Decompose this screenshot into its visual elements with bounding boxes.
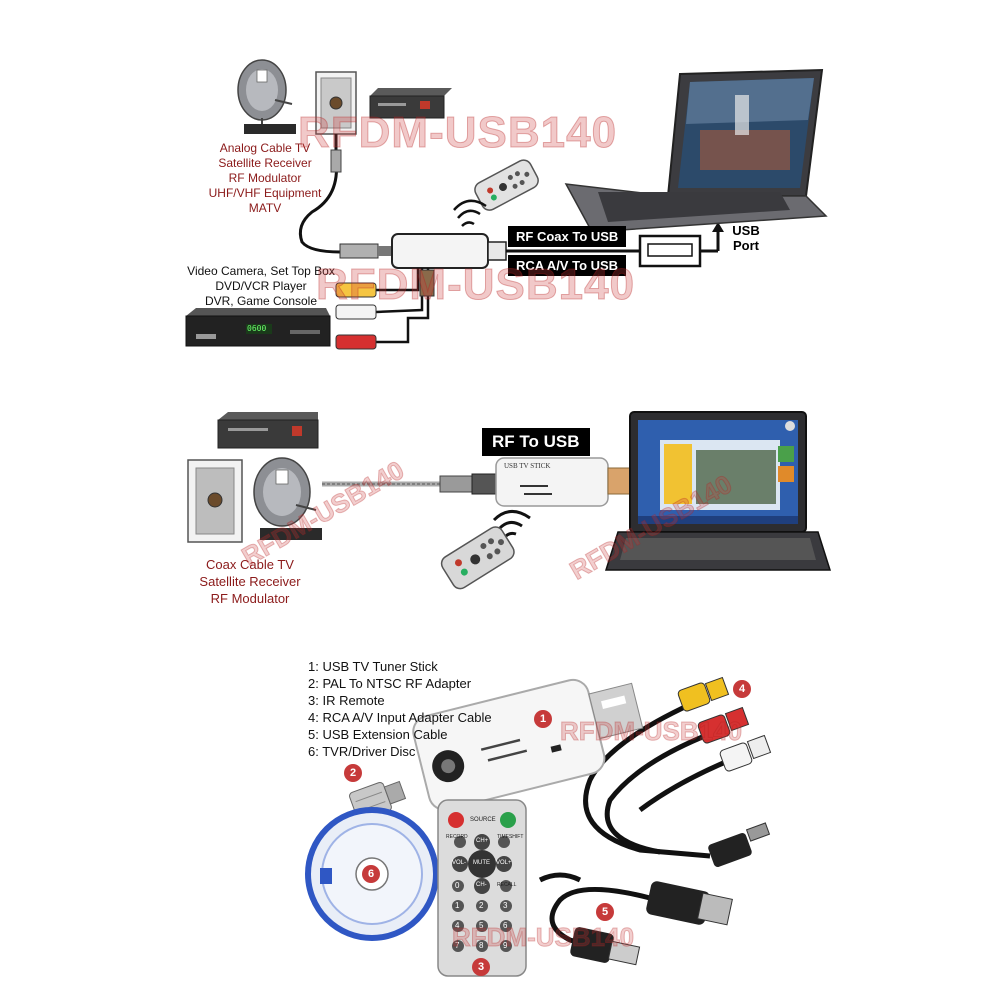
wall-coax-plate-icon <box>315 71 357 135</box>
usb-tuner-stick-icon-2 <box>495 457 631 507</box>
remote-label-8: 8 <box>479 941 484 950</box>
ir-signal-icon <box>453 199 487 227</box>
rf-to-usb-tag: RF To USB <box>482 428 590 456</box>
satellite-dish-icon-2 <box>253 457 322 540</box>
package-contents-list: 1: USB TV Tuner Stick 2: PAL To NTSC RF … <box>308 658 492 760</box>
usb-port-icon <box>638 234 702 268</box>
remote-label-9: 9 <box>503 941 508 950</box>
remote-label-5: 5 <box>479 921 484 930</box>
watermark-top-2: RFDM-USB140 <box>315 260 636 310</box>
ir-remote-large-icon <box>437 799 527 977</box>
item-badge-4: 4 <box>733 680 751 698</box>
remote-label-0: 0 <box>455 881 460 890</box>
usb-extension-cable-icon <box>538 872 733 966</box>
remote-label-1: 1 <box>455 901 460 910</box>
remote-label-7: 7 <box>455 941 460 950</box>
remote-label-ch-up: CH+ <box>476 838 489 844</box>
rca-av-tag: RCA A/V To USB <box>508 255 627 276</box>
list-item: 3: IR Remote <box>308 693 385 708</box>
rca-cable-icon <box>583 676 772 867</box>
list-item: 4: RCA A/V Input Adapter Cable <box>308 710 492 725</box>
remote-label-recall: RECALL <box>497 882 517 888</box>
remote-label-mute: MUTE <box>473 860 490 866</box>
remote-label-ch-down: CH- <box>476 882 487 888</box>
set-top-box-icon <box>185 308 331 347</box>
set-top-box-display: 0600 <box>247 324 267 333</box>
ir-remote-icon <box>474 159 539 211</box>
list-item: 1: USB TV Tuner Stick <box>308 659 438 674</box>
remote-label-vol-down: VOL- <box>452 860 467 866</box>
laptop-icon <box>564 68 828 233</box>
watermark-top-1: RFDM-USB140 <box>297 108 618 158</box>
item-badge-1: 1 <box>534 710 552 728</box>
usb-tuner-stick-large-icon <box>412 678 644 811</box>
remote-label-6: 6 <box>503 921 508 930</box>
source-devices-label: Analog Cable TV Satellite Receiver RF Mo… <box>208 141 322 215</box>
av-devices-label: Video Camera, Set Top Box DVD/VCR Player… <box>187 264 335 308</box>
item-badge-3: 3 <box>472 958 490 976</box>
usb-stick-label: USB TV STICK <box>504 462 551 470</box>
watermark-bottom-1: RFDM-USB140 <box>559 716 743 747</box>
satellite-dish-icon <box>237 59 296 134</box>
watermark-bottom-2: RFDM-USB140 <box>451 922 635 953</box>
list-item: 2: PAL To NTSC RF Adapter <box>308 676 472 691</box>
usb-tuner-stick-icon <box>391 233 507 269</box>
rca-plugs-icon <box>335 282 377 350</box>
usb-port-label: USB Port <box>732 223 760 253</box>
coax-source-label: Coax Cable TV Satellite Receiver RF Modu… <box>199 557 301 606</box>
ir-signal-icon-2 <box>492 510 531 538</box>
list-item: 5: USB Extension Cable <box>308 727 448 742</box>
item-badge-2: 2 <box>344 764 362 782</box>
item-badge-6: 6 <box>362 865 380 883</box>
remote-label-record: RECORD <box>446 834 468 840</box>
list-item: 6: TVR/Driver Disc <box>308 744 416 759</box>
remote-label-vol-up: VOL+ <box>496 860 512 866</box>
item-badge-5: 5 <box>596 903 614 921</box>
rf-modulator-icon <box>369 88 452 119</box>
remote-label-timeshift: TIMESHIFT <box>497 834 524 840</box>
wall-coax-plate-icon-2 <box>187 459 243 543</box>
remote-label-2: 2 <box>479 901 484 910</box>
remote-label-3: 3 <box>503 901 508 910</box>
remote-label-source: SOURCE <box>470 817 496 823</box>
rf-modulator-icon-2 <box>217 412 319 449</box>
ir-remote-icon-2 <box>440 526 515 590</box>
rf-coax-tag: RF Coax To USB <box>508 226 627 247</box>
laptop-icon-2 <box>604 411 832 571</box>
remote-label-4: 4 <box>455 921 460 930</box>
